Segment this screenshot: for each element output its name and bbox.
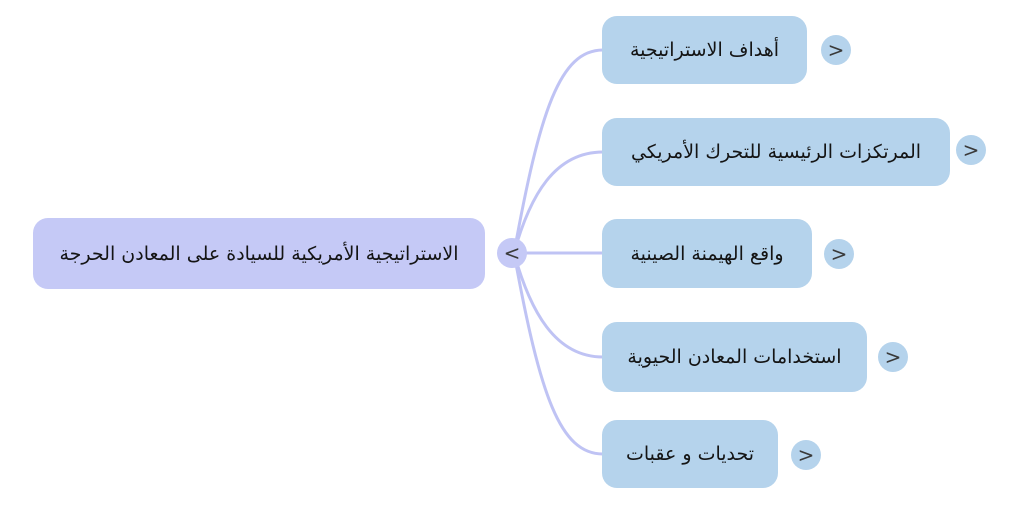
expand-button-mineral-uses[interactable]: > (878, 342, 908, 372)
connector-line-child-4 (512, 251, 605, 359)
root-node[interactable]: الاستراتيجية الأمريكية للسيادة على المعا… (33, 218, 485, 289)
expand-button-chinese-dominance[interactable]: > (824, 239, 854, 269)
expand-button-challenges[interactable]: > (791, 440, 821, 470)
connector-line-child-1 (512, 48, 605, 255)
collapse-chevron-icon: < (503, 241, 521, 265)
child-node-label: المرتكزات الرئيسية للتحرك الأمريكي (630, 141, 922, 163)
child-node-chinese-dominance[interactable]: واقع الهيمنة الصينية (602, 219, 812, 288)
expand-chevron-icon: > (884, 345, 902, 369)
expand-chevron-icon: > (797, 443, 815, 467)
child-node-mineral-uses[interactable]: استخدامات المعادن الحيوية (602, 322, 867, 392)
child-node-strategy-goals[interactable]: أهداف الاستراتيجية (602, 16, 807, 84)
child-node-label: تحديات و عقبات (625, 443, 755, 465)
child-node-label: أهداف الاستراتيجية (629, 39, 780, 61)
expand-chevron-icon: > (827, 38, 845, 62)
expand-button-us-pillars[interactable]: > (956, 135, 986, 165)
expand-chevron-icon: > (962, 138, 980, 162)
root-collapse-button[interactable]: < (497, 238, 527, 268)
expand-chevron-icon: > (830, 242, 848, 266)
child-node-label: استخدامات المعادن الحيوية (627, 346, 842, 368)
connector-line-child-5 (512, 251, 605, 456)
expand-button-strategy-goals[interactable]: > (821, 35, 851, 65)
connector-line-child-2 (512, 150, 605, 255)
root-node-label: الاستراتيجية الأمريكية للسيادة على المعا… (59, 242, 459, 265)
child-node-challenges[interactable]: تحديات و عقبات (602, 420, 778, 488)
child-node-label: واقع الهيمنة الصينية (630, 242, 784, 265)
child-node-us-pillars[interactable]: المرتكزات الرئيسية للتحرك الأمريكي (602, 118, 950, 186)
